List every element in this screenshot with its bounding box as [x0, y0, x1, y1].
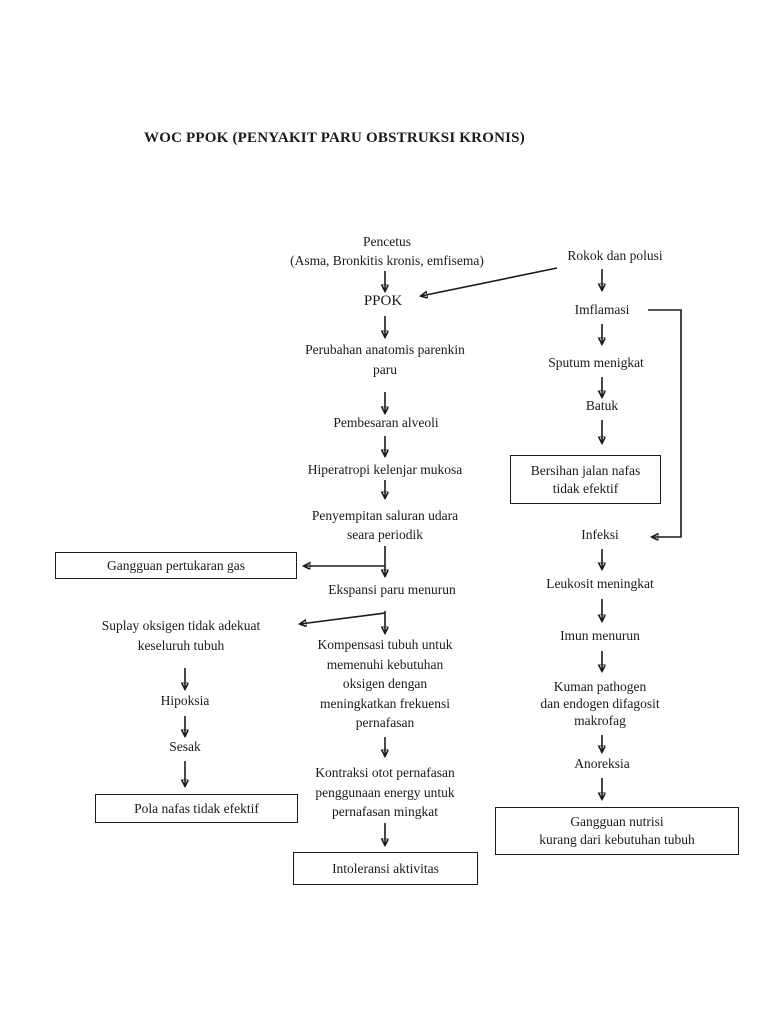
- node-anoreksia: Anoreksia: [574, 756, 630, 771]
- node-kompensasi: Kompensasi tubuh untuk memenuhi kebutuha…: [317, 637, 453, 730]
- node-penyempitan: Penyempitan saluran udara seara periodik: [311, 508, 459, 542]
- node-pencetus: Pencetus (Asma, Bronkitis kronis, emfise…: [290, 234, 484, 268]
- node-perubahan-anatomis: Perubahan anatomis parenkin paru: [305, 342, 465, 377]
- node-suplay-oksigen: Suplay oksigen tidak adekuat keseluruh t…: [101, 618, 261, 653]
- node-kontraksi: Kontraksi otot pernafasan penggunaan ene…: [315, 765, 455, 819]
- node-pembesaran-alveoli: Pembesaran alveoli: [333, 415, 439, 430]
- branch-ekspansi-suplay: [300, 612, 386, 624]
- node-infeksi: Infeksi: [581, 527, 619, 542]
- page-title: WOC PPOK (PENYAKIT PARU OBSTRUKSI KRONIS…: [144, 130, 525, 146]
- node-leukosit: Leukosit meningkat: [546, 576, 654, 591]
- box-gangguan-pertukaran-gas: Gangguan pertukaran gas: [55, 552, 297, 579]
- node-imun: Imun menurun: [560, 628, 640, 643]
- box-pola-nafas: Pola nafas tidak efektif: [95, 794, 298, 823]
- node-rokok-polusi: Rokok dan polusi: [567, 248, 663, 263]
- node-sesak: Sesak: [169, 739, 201, 754]
- box-bersihan-jalan-nafas: Bersihan jalan nafas tidak efektif: [510, 455, 661, 504]
- box-intoleransi-aktivitas: Intoleransi aktivitas: [293, 852, 478, 885]
- box-gangguan-nutrisi: Gangguan nutrisi kurang dari kebutuhan t…: [495, 807, 739, 855]
- node-imflamasi: Imflamasi: [574, 302, 630, 317]
- node-ekspansi: Ekspansi paru menurun: [328, 582, 456, 597]
- node-ppok: PPOK: [363, 293, 403, 309]
- arrow-rokok-ppok: [421, 267, 558, 296]
- node-hipoksia: Hipoksia: [160, 693, 210, 708]
- node-sputum: Sputum menigkat: [548, 355, 644, 370]
- node-hiperatropi: Hiperatropi kelenjar mukosa: [307, 462, 463, 477]
- node-batuk: Batuk: [585, 398, 619, 413]
- node-kuman-pathogen: Kuman pathogen dan endogen difagosit mak…: [540, 679, 660, 728]
